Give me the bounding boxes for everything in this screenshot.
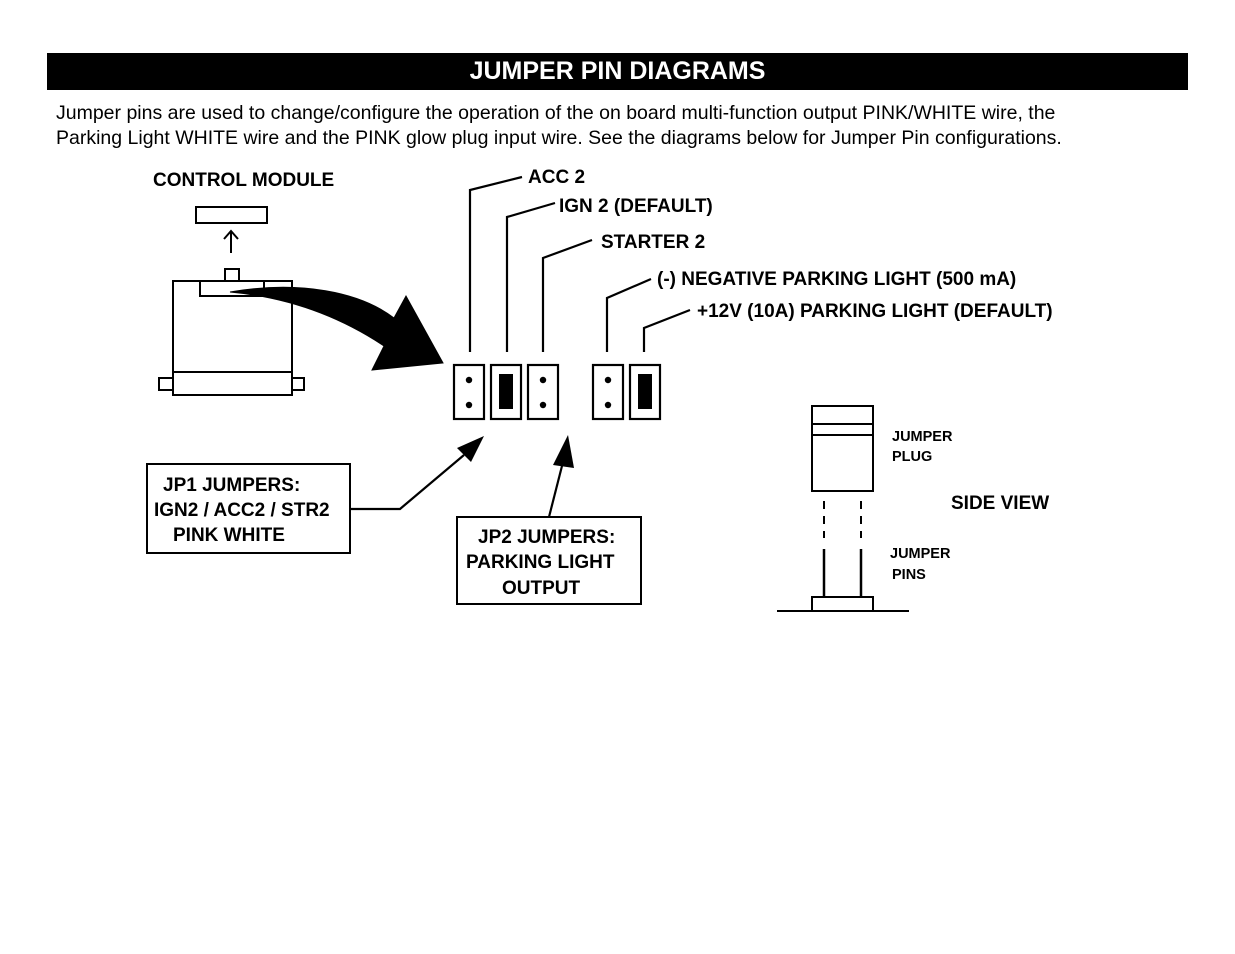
ign2-label: IGN 2 (DEFAULT) — [559, 196, 713, 217]
jumper-pins-label-line-2: PINS — [892, 567, 926, 583]
jp1-acc2-pins — [452, 363, 486, 421]
pos-parking-leader — [642, 308, 691, 352]
pos-parking-label: +12V (10A) PARKING LIGHT (DEFAULT) — [697, 301, 1053, 322]
jp2-callout-box — [456, 516, 642, 605]
jumper-labels: ACC 2 IGN 2 (DEFAULT) STARTER 2 (-) NEGA… — [528, 167, 1053, 322]
control-module-label: CONTROL MODULE — [153, 170, 334, 191]
jumper-plug-label-line-1: JUMPER — [892, 429, 953, 445]
jp2-jumper-block — [591, 363, 662, 421]
jp1-callout-line-1: JP1 JUMPERS: — [163, 475, 300, 496]
pin-base — [811, 596, 874, 612]
control-module: CONTROL MODULE — [153, 170, 334, 396]
jumper-plug-top — [811, 405, 874, 425]
jumper-pins-label-line-1: JUMPER — [890, 546, 951, 562]
up-arrow-icon — [223, 229, 239, 253]
connector-plug — [195, 206, 268, 224]
jumper-plug-label-line-2: PLUG — [892, 449, 932, 465]
jp1-callout-box — [146, 463, 351, 554]
neg-parking-leader — [605, 277, 652, 352]
jp2-callout-line-3: OUTPUT — [502, 578, 581, 599]
jp1-jumper-block — [452, 363, 560, 421]
acc2-label: ACC 2 — [528, 167, 585, 188]
jp2-callout-line-1: JP2 JUMPERS: — [478, 527, 615, 548]
page-title: JUMPER PIN DIAGRAMS — [47, 53, 1188, 90]
ign2-leader — [505, 201, 556, 352]
module-right-ear — [291, 377, 305, 391]
jp1-callout-line-3: PINK WHITE — [173, 525, 285, 546]
intro-line-2: Parking Light WHITE wire and the PINK gl… — [56, 127, 1062, 149]
jp2-positive-pins-jumpered — [628, 363, 662, 421]
jp1-pointer-line — [350, 454, 465, 511]
module-left-ear — [158, 377, 174, 391]
intro-line-1: Jumper pins are used to change/configure… — [56, 102, 1056, 124]
acc2-leader — [468, 175, 523, 352]
jp2-negative-pins — [591, 363, 625, 421]
side-view-title: SIDE VIEW — [951, 493, 1049, 514]
jp1-starter2-pins — [526, 363, 560, 421]
jp1-callout: JP1 JUMPERS: IGN2 / ACC2 / STR2 PINK WHI… — [146, 436, 484, 554]
starter2-leader — [541, 238, 593, 352]
jp1-ign2-pins-jumpered — [489, 363, 523, 421]
jumper-plug-icon — [499, 374, 513, 409]
big-curved-arrow-icon — [229, 286, 444, 371]
side-view-diagram — [777, 405, 909, 612]
jp1-pointer-arrow-icon — [457, 436, 484, 462]
jumper-plug-body — [811, 434, 874, 492]
module-tab — [224, 268, 240, 282]
module-base — [172, 371, 293, 396]
jp2-callout-line-2: PARKING LIGHT — [466, 552, 615, 573]
jumper-plug-band — [811, 423, 874, 436]
neg-parking-label: (-) NEGATIVE PARKING LIGHT (500 mA) — [657, 269, 1016, 290]
jp1-callout-line-2: IGN2 / ACC2 / STR2 — [154, 500, 330, 521]
side-view-labels: JUMPER PLUG SIDE VIEW JUMPER PINS — [890, 429, 1049, 583]
leader-lines — [468, 175, 691, 352]
starter2-label: STARTER 2 — [601, 232, 705, 253]
jp2-pointer-line — [547, 461, 565, 518]
jumper-plug-icon — [638, 374, 652, 409]
intro-paragraph: Jumper pins are used to change/configure… — [56, 101, 1196, 151]
jp2-callout: JP2 JUMPERS: PARKING LIGHT OUTPUT — [456, 435, 642, 605]
jp2-pointer-arrow-icon — [553, 435, 574, 468]
